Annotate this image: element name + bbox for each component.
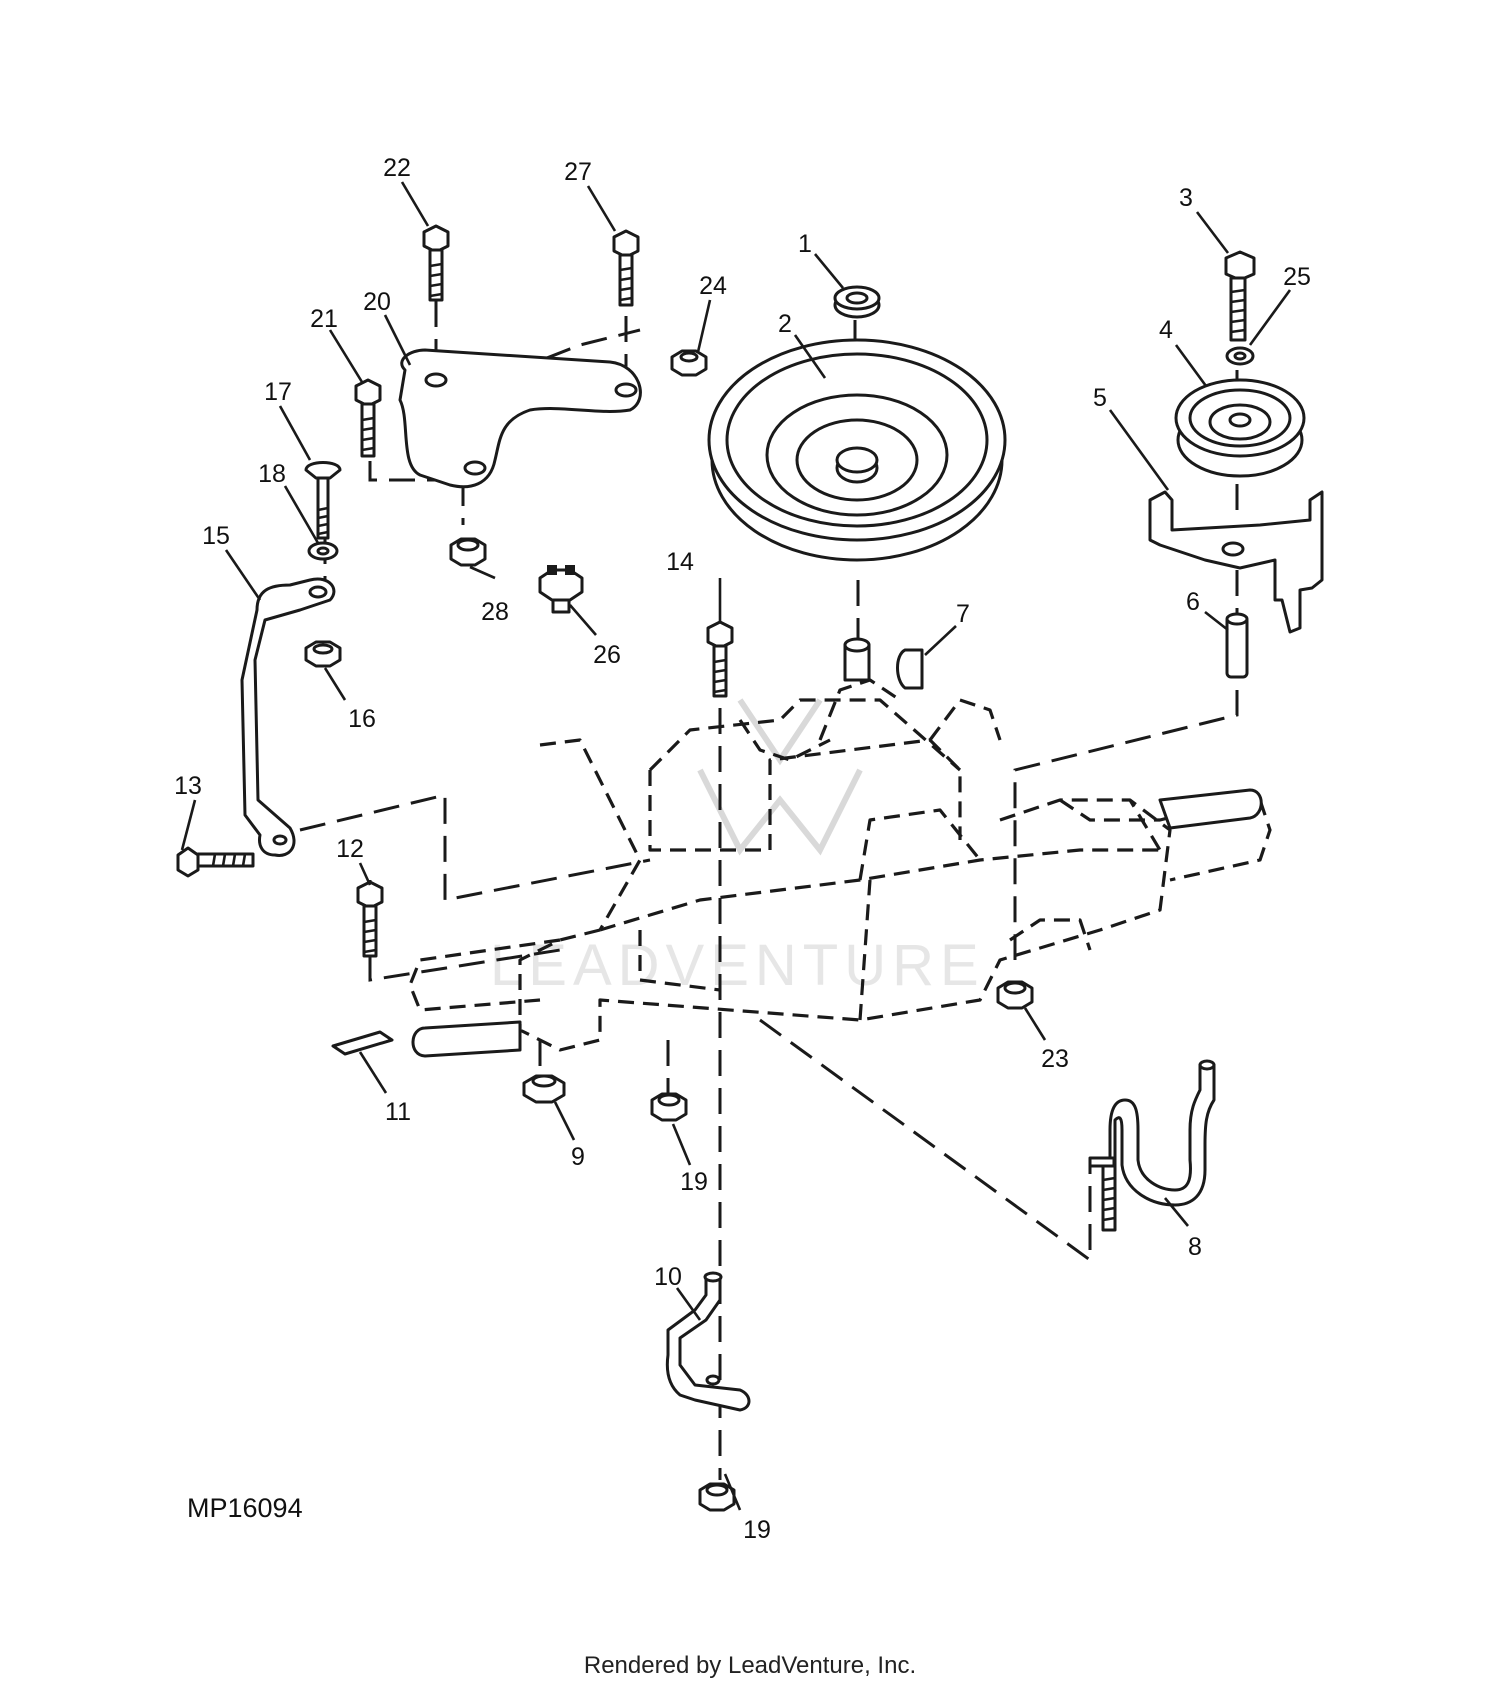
rendered-by-footer: Rendered by LeadVenture, Inc. xyxy=(583,1652,917,1679)
callout-23: 23 xyxy=(1041,1045,1069,1073)
part-key-bar xyxy=(331,1030,394,1056)
callout-27: 27 xyxy=(564,158,592,186)
callout-1: 1 xyxy=(798,230,812,258)
callout-13: 13 xyxy=(174,772,202,800)
part-idler-bracket xyxy=(1148,490,1324,634)
part-nut-23 xyxy=(996,980,1034,1010)
leader-lines xyxy=(180,181,1292,1511)
callout-15: 15 xyxy=(202,522,230,550)
callout-22: 22 xyxy=(383,154,411,182)
part-key xyxy=(896,648,924,690)
part-bolt-14 xyxy=(706,620,734,698)
part-rod-bracket xyxy=(665,1271,751,1412)
part-bolt-22 xyxy=(422,224,450,302)
part-spacer xyxy=(833,285,881,319)
transaxle-housing xyxy=(408,678,1272,1052)
part-bolt-13 xyxy=(176,846,255,878)
callout-16: 16 xyxy=(348,705,376,733)
callout-21: 21 xyxy=(310,305,338,333)
callout-19-upper: 19 xyxy=(680,1168,708,1196)
axle-stub-left xyxy=(411,1020,522,1058)
part-torque-link xyxy=(240,577,336,857)
watermark: LEADVENTURE xyxy=(490,698,985,998)
part-bolt-27 xyxy=(612,229,640,307)
watermark-text: LEADVENTURE xyxy=(490,933,985,998)
callout-17: 17 xyxy=(264,378,292,406)
part-idler-bolt xyxy=(1224,250,1256,342)
callout-18: 18 xyxy=(258,460,286,488)
part-bolt-12 xyxy=(356,880,384,958)
callout-11: 11 xyxy=(385,1098,411,1126)
part-shift-rod xyxy=(1088,1059,1216,1232)
input-shaft xyxy=(843,637,871,682)
part-drive-pulley xyxy=(707,338,1007,562)
callout-3: 3 xyxy=(1179,184,1193,212)
part-nut-19-upper xyxy=(650,1092,688,1122)
part-mounting-bracket xyxy=(398,348,642,489)
callout-24: 24 xyxy=(699,272,727,300)
callout-26: 26 xyxy=(593,641,621,669)
diagram-id-label: MP16094 xyxy=(187,1493,303,1523)
part-nut-24 xyxy=(670,349,708,377)
callout-19-lower: 19 xyxy=(743,1516,771,1544)
part-idler-pulley xyxy=(1174,378,1306,478)
callout-25: 25 xyxy=(1283,263,1311,291)
part-bolt-21 xyxy=(354,378,382,458)
callout-9: 9 xyxy=(571,1143,585,1171)
callout-5: 5 xyxy=(1093,384,1107,412)
callouts: 1 2 3 4 5 6 7 8 9 10 11 12 13 14 15 16 1… xyxy=(174,154,1311,1544)
part-nut-9 xyxy=(522,1074,566,1104)
callout-20: 20 xyxy=(363,288,391,316)
callout-2: 2 xyxy=(778,310,792,338)
callout-8: 8 xyxy=(1188,1233,1202,1261)
part-nut-16 xyxy=(304,640,342,668)
callout-10: 10 xyxy=(654,1263,682,1291)
part-pin xyxy=(1225,612,1249,679)
callout-7: 7 xyxy=(956,600,970,628)
axle-stub-right xyxy=(1158,788,1263,830)
part-nut-19-lower xyxy=(698,1482,736,1512)
part-washer-18 xyxy=(307,541,339,561)
part-idler-washer xyxy=(1225,346,1255,366)
callout-4: 4 xyxy=(1159,316,1173,344)
callout-14: 14 xyxy=(666,548,694,576)
callout-28: 28 xyxy=(481,598,509,626)
part-nut-28 xyxy=(449,537,487,567)
part-castle-nut xyxy=(538,565,584,614)
callout-12: 12 xyxy=(336,835,364,863)
callout-6: 6 xyxy=(1186,588,1200,616)
part-carriage-bolt xyxy=(304,461,342,540)
